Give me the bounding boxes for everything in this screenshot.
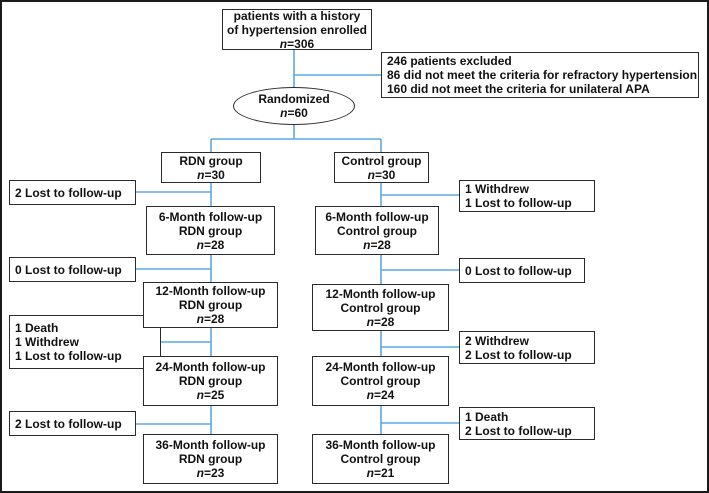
- randomized-label: Randomized: [258, 92, 330, 106]
- rdn-6month-box: 6-Month follow-up RDN group n=28: [146, 206, 275, 255]
- rdn-36month-line2: RDN group: [178, 452, 243, 466]
- control-24month-line2: Control group: [340, 374, 421, 388]
- rdn-loss3-line3: 1 Lost to follow-up: [15, 349, 122, 363]
- control-loss-box-4: 1 Death 2 Lost to follow-up: [459, 407, 595, 440]
- rdn-loss-box-3: 1 Death 1 Withdrew 1 Lost to follow-up: [9, 315, 161, 369]
- rdn-24month-box: 24-Month follow-up RDN group n=25: [143, 356, 278, 406]
- rdn-loss2-line1: 0 Lost to follow-up: [15, 262, 122, 277]
- enrolled-line1: patients with a history: [233, 8, 361, 23]
- control-group-label: Control group: [341, 153, 422, 168]
- rdn-group-label: RDN group: [179, 153, 243, 168]
- excluded-line2: 86 did not meet the criteria for refract…: [387, 68, 698, 82]
- control-24month-count: n=24: [366, 388, 395, 402]
- rdn-24month-count: n=25: [196, 388, 225, 402]
- rdn-6month-line2: RDN group: [178, 223, 243, 238]
- rdn-group-count: n=30: [197, 167, 225, 182]
- rdn-6month-line1: 6-Month follow-up: [158, 209, 263, 224]
- rdn-24month-line1: 24-Month follow-up: [155, 360, 266, 374]
- rdn-loss-box-4: 2 Lost to follow-up: [9, 411, 136, 436]
- rdn-12month-count: n=28: [196, 312, 225, 326]
- rdn-loss3-line1: 1 Death: [15, 321, 59, 335]
- rdn-36month-count: n=23: [196, 466, 225, 480]
- rdn-loss4-line1: 2 Lost to follow-up: [15, 416, 122, 431]
- control-12month-line1: 12-Month follow-up: [325, 286, 436, 301]
- control-group-count: n=30: [367, 167, 396, 182]
- rdn-12month-line2: RDN group: [178, 298, 243, 312]
- control-24month-box: 24-Month follow-up Control group n=24: [312, 356, 449, 406]
- control-loss4-line2: 2 Lost to follow-up: [465, 423, 572, 438]
- enrolled-line2: of hypertension enrolled: [226, 22, 367, 37]
- control-6month-line2: Control group: [337, 223, 417, 238]
- control-24month-line1: 24-Month follow-up: [325, 360, 436, 374]
- randomized-count: n=60: [280, 106, 308, 120]
- rdn-loss-box-2: 0 Lost to follow-up: [9, 257, 136, 282]
- rdn-36month-box: 36-Month follow-up RDN group n=23: [143, 434, 278, 484]
- control-12month-box: 12-Month follow-up Control group n=28: [312, 284, 449, 331]
- excluded-box: 246 patients excluded 86 did not meet th…: [381, 52, 699, 98]
- rdn-36month-line1: 36-Month follow-up: [155, 438, 266, 452]
- control-36month-count: n=21: [366, 466, 395, 480]
- control-6month-line1: 6-Month follow-up: [325, 209, 429, 224]
- rdn-12month-box: 12-Month follow-up RDN group n=28: [143, 282, 278, 328]
- control-12month-count: n=28: [366, 314, 395, 329]
- excluded-line1: 246 patients excluded: [387, 54, 512, 68]
- rdn-6month-count: n=28: [196, 237, 225, 252]
- enrolled-count: n=306: [279, 36, 315, 51]
- control-loss2-line1: 0 Lost to follow-up: [465, 263, 572, 278]
- control-loss-box-2: 0 Lost to follow-up: [459, 258, 585, 283]
- rdn-12month-line1: 12-Month follow-up: [155, 284, 266, 298]
- randomized-ellipse: Randomized n=60: [233, 87, 355, 125]
- control-loss1-line2: 1 Lost to follow-up: [465, 196, 572, 210]
- control-loss4-line1: 1 Death: [465, 409, 509, 424]
- rdn-24month-line2: RDN group: [178, 374, 243, 388]
- control-36month-box: 36-Month follow-up Control group n=21: [312, 434, 449, 484]
- control-loss3-line1: 2 Withdrew: [465, 333, 529, 348]
- rdn-loss3-line2: 1 Withdrew: [15, 335, 79, 349]
- rdn-loss-box-1: 2 Lost to follow-up: [9, 180, 136, 205]
- control-36month-line1: 36-Month follow-up: [325, 438, 436, 452]
- control-loss1-line1: 1 Withdrew: [465, 182, 529, 196]
- control-group-box: Control group n=30: [334, 152, 429, 183]
- control-loss3-line2: 2 Lost to follow-up: [465, 347, 572, 362]
- control-36month-line2: Control group: [340, 452, 421, 466]
- rdn-group-box: RDN group n=30: [161, 152, 261, 183]
- control-loss-box-1: 1 Withdrew 1 Lost to follow-up: [459, 180, 595, 212]
- rdn-loss1-line1: 2 Lost to follow-up: [15, 185, 122, 200]
- control-12month-line2: Control group: [340, 300, 421, 315]
- control-6month-box: 6-Month follow-up Control group n=28: [315, 206, 439, 255]
- enrolled-box: patients with a history of hypertension …: [222, 8, 372, 51]
- excluded-line3: 160 did not meet the criteria for unilat…: [387, 82, 650, 96]
- control-loss-box-3: 2 Withdrew 2 Lost to follow-up: [459, 331, 595, 364]
- control-6month-count: n=28: [363, 237, 391, 252]
